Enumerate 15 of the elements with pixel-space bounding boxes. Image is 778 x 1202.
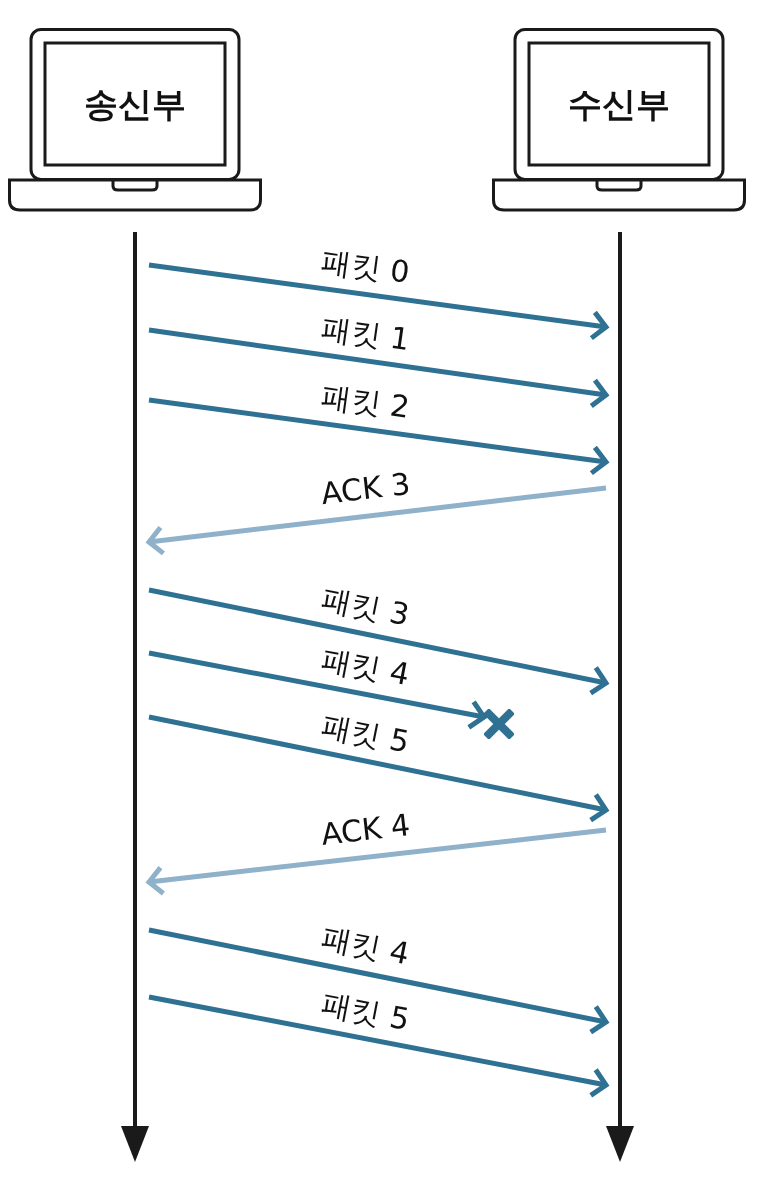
arrow [148, 650, 487, 730]
arrow [148, 994, 609, 1098]
device-label: 송신부 [84, 84, 186, 124]
arrow [146, 827, 607, 896]
device-label: 수신부 [568, 84, 670, 124]
arrow [148, 714, 609, 823]
arrow [148, 262, 609, 341]
cross-mark [484, 709, 514, 739]
arrow [148, 397, 609, 476]
lifeline-arrow [121, 232, 149, 1162]
lifeline-arrow [606, 232, 634, 1162]
arrow [148, 327, 609, 409]
arrow [146, 485, 607, 556]
arrow [148, 587, 609, 696]
arrow [148, 927, 609, 1035]
